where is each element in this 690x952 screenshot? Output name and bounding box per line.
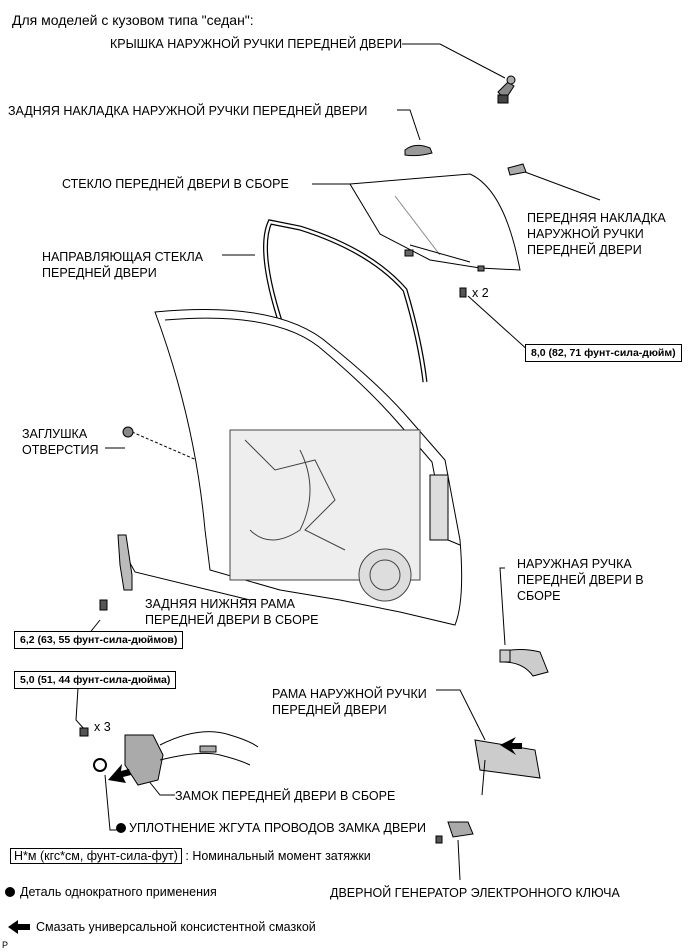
lock-screw-part [79, 727, 89, 737]
rear-handle-pad-part [404, 144, 433, 157]
label-glass-run: НАПРАВЛЯЮЩАЯ СТЕКЛА ПЕРЕДНЕЙ ДВЕРИ [42, 250, 204, 280]
legend-torque-desc: : Номинальный момент затяжки [185, 849, 371, 863]
hole-plug-part [122, 426, 134, 438]
grease-arrow-frame-icon [500, 737, 522, 755]
label-front-handle-pad: ПЕРЕДНЯЯ НАКЛАДКА НАРУЖНОЙ РУЧКИ ПЕРЕДНЕ… [527, 211, 666, 257]
glass-bolt-part [459, 287, 467, 298]
door-panel [154, 308, 463, 626]
grease-arrow-lock-icon [108, 764, 131, 783]
door-lock-part [124, 731, 259, 786]
torque-lock-screw: 5,0 (51, 44 фунт-сила-дюйма) [14, 671, 177, 689]
legend-grease-arrow-icon [8, 920, 30, 934]
label-handle-frame: РАМА НАРУЖНОЙ РУЧКИ ПЕРЕДНЕЙ ДВЕРИ [272, 687, 427, 717]
legend-non-reusable: Деталь однократного применения [20, 885, 217, 899]
page-title: Для моделей с кузовом типа "седан": [12, 12, 254, 28]
non-reusable-dot-icon [116, 823, 126, 833]
label-rear-handle-pad: ЗАДНЯЯ НАКЛАДКА НАРУЖНОЙ РУЧКИ ПЕРЕДНЕЙ … [8, 104, 368, 118]
outer-handle-part [499, 649, 549, 677]
label-door-lock: ЗАМОК ПЕРЕДНЕЙ ДВЕРИ В СБОРЕ [175, 789, 396, 803]
label-lower-sash: ЗАДНЯЯ НИЖНЯЯ РАМА ПЕРЕДНЕЙ ДВЕРИ В СБОР… [145, 597, 319, 627]
legend-grease: Смазать универсальной консистентной смаз… [36, 920, 316, 934]
door-glass-part [349, 173, 521, 272]
label-outer-handle-assy: НАРУЖНАЯ РУЧКА ПЕРЕДНЕЙ ДВЕРИ В СБОРЕ [517, 557, 644, 603]
label-glass-assy: СТЕКЛО ПЕРЕДНЕЙ ДВЕРИ В СБОРЕ [62, 177, 289, 191]
qty-glass-bolts: x 2 [472, 286, 489, 300]
label-outer-handle-cover: КРЫШКА НАРУЖНОЙ РУЧКИ ПЕРЕДНЕЙ ДВЕРИ [110, 37, 403, 51]
legend-non-reusable-icon [5, 887, 15, 897]
legend-torque-unit: Н*м (кгс*см, фунт-сила-фут) [10, 848, 182, 864]
lock-wire-seal-part [93, 758, 107, 772]
qty-lock-screws: x 3 [94, 720, 111, 734]
torque-glass-bolt: 8,0 (82, 71 фунт-сила-дюйм) [525, 344, 682, 362]
corner-tag: P [2, 940, 9, 950]
lower-sash-part [117, 534, 133, 591]
sash-bolt-part [99, 599, 108, 611]
label-key-oscillator: ДВЕРНОЙ ГЕНЕРАТОР ЭЛЕКТРОННОГО КЛЮЧА [330, 886, 620, 900]
front-handle-pad-part [507, 163, 527, 176]
key-oscillator-part [435, 821, 474, 844]
label-lock-wire-seal: УПЛОТНЕНИЕ ЖГУТА ПРОВОДОВ ЗАМКА ДВЕРИ [129, 821, 426, 835]
torque-sash-bolt: 6,2 (63, 55 фунт-сила-дюймов) [14, 631, 184, 649]
outer-handle-cover-part [497, 75, 516, 104]
label-hole-plug: ЗАГЛУШКА ОТВЕРСТИЯ [22, 427, 99, 457]
legend-torque: Н*м (кгс*см, фунт-сила-фут) : Номинальны… [10, 848, 371, 864]
